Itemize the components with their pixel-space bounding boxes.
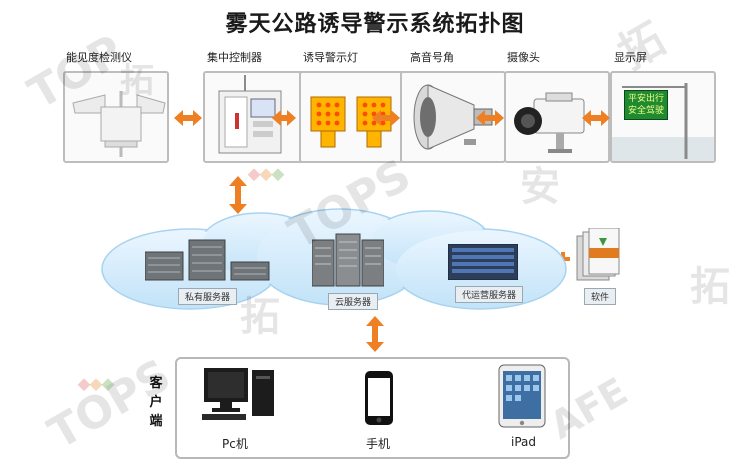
display-text-line-2: 安全驾驶 — [627, 106, 664, 116]
camera-icon — [514, 92, 585, 153]
arrow-cloud-clients — [366, 316, 384, 352]
client-title: 客户端 — [149, 376, 163, 429]
device-label-visibility: 能见度检测仪 — [66, 51, 132, 64]
tablet-label: iPad — [511, 435, 537, 449]
pc-icon — [202, 368, 274, 420]
software-label: 软件 — [584, 288, 617, 305]
arrow-lights-horn — [372, 110, 400, 126]
hosted-servers-icon — [448, 244, 518, 280]
device-label-controller: 集中控制器 — [207, 51, 262, 64]
device-label-camera: 摄像头 — [507, 51, 540, 64]
arrow-camera-display — [582, 110, 610, 126]
tablet-icon — [498, 364, 546, 428]
arrow-horn-camera — [476, 110, 504, 126]
software-box-icon — [576, 228, 620, 281]
arrow-sensor-controller — [174, 110, 202, 126]
device-visibility-sensor — [63, 71, 169, 163]
visibility-sensor-icon — [72, 91, 166, 157]
device-label-warning-light: 诱导警示灯 — [303, 51, 358, 64]
display-text-line-1: 平安出行 — [627, 94, 664, 104]
device-display-screen: 平安出行 安全驾驶 — [610, 71, 716, 163]
private-servers-icon — [145, 239, 270, 281]
hosted-servers-label: 代运营服务器 — [455, 286, 524, 303]
private-servers-label: 私有服务器 — [178, 288, 238, 305]
phone-label: 手机 — [366, 437, 391, 451]
arrow-controller-cloud — [229, 176, 247, 214]
phone-icon — [365, 371, 393, 425]
device-label-horn: 高音号角 — [410, 51, 454, 64]
horn-speaker-icon — [413, 84, 493, 150]
page-title: 雾天公路诱导警示系统拓扑图 — [225, 12, 525, 37]
device-label-display: 显示屏 — [614, 51, 647, 64]
arrow-controller-lights — [272, 110, 296, 126]
device-horn-speaker — [400, 71, 506, 163]
pc-label: Pc机 — [222, 437, 248, 451]
cloud-servers-label: 云服务器 — [328, 293, 379, 310]
display-panel: 平安出行 安全驾驶 — [624, 90, 668, 120]
display-screen-icon — [612, 83, 714, 161]
cloud-servers-icon — [312, 233, 384, 287]
